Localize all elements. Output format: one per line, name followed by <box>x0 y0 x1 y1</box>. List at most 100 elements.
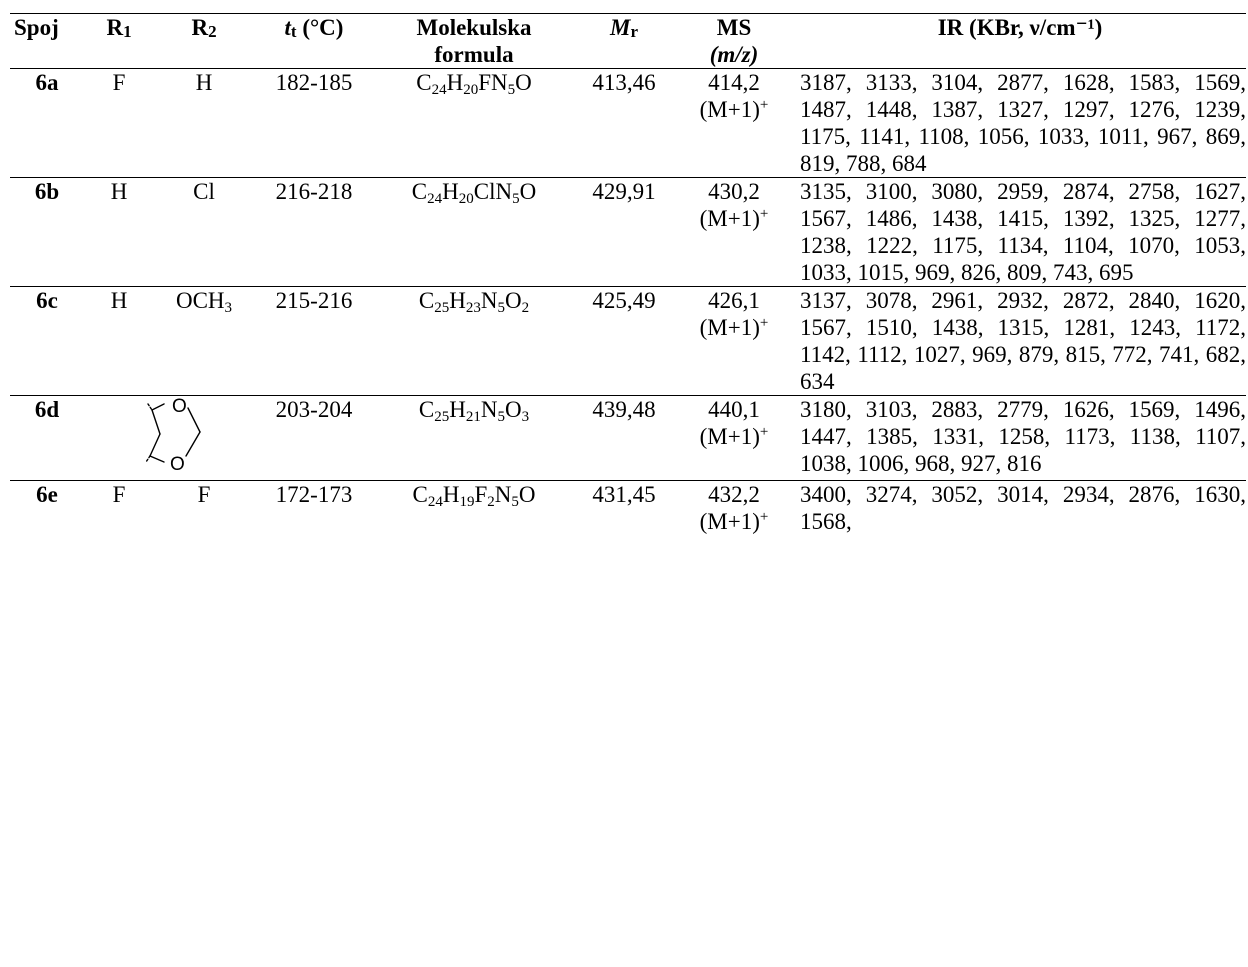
formula-element: ClN <box>473 179 513 204</box>
table-row: 6c H OCH3 215-216 C25H23N5O2 425,49 426,… <box>10 286 1246 396</box>
formula-count: 5 <box>511 494 519 510</box>
ms-charge: + <box>759 424 769 440</box>
header-ms-line1: MS <box>716 15 752 40</box>
molar-mass: 425,49 <box>574 286 674 396</box>
formula-element: N <box>480 288 498 313</box>
r2-main: OCH <box>175 288 225 313</box>
formula-element: O <box>504 288 522 313</box>
formula-element: H <box>449 288 466 313</box>
formula-count: 20 <box>458 191 474 207</box>
formula-element: C <box>416 70 432 95</box>
ms-ion: (M+1) <box>699 315 760 340</box>
r2-value: OCH3 <box>154 286 254 396</box>
header-tt-main: t <box>284 15 291 40</box>
ir-bands: 3137, 3078, 2961, 2932, 2872, 2840, 1620… <box>794 286 1246 396</box>
ms-value: 426,1(M+1)+ <box>674 286 794 396</box>
formula-count: 5 <box>512 191 520 207</box>
formula-count: 20 <box>463 82 479 98</box>
melting-point: 215-216 <box>254 286 374 396</box>
formula-count: 2 <box>521 300 530 316</box>
header-mr: Mr <box>574 13 674 69</box>
header-spoj: Spoj <box>10 13 84 69</box>
formula-count: 24 <box>431 82 447 98</box>
compound-id: 6e <box>36 482 58 507</box>
formula-count: 24 <box>427 191 443 207</box>
r1-value: H <box>84 286 154 396</box>
r1-value: H <box>84 177 154 287</box>
molecular-formula: C24H20ClN5O <box>374 177 574 287</box>
formula-count: 2 <box>487 494 495 510</box>
ms-value: 430,2(M+1)+ <box>674 177 794 287</box>
header-tt-unit: (°C) <box>296 15 344 40</box>
ms-charge: + <box>759 97 769 113</box>
ms-mz: 432,2 <box>708 482 760 507</box>
ms-charge: + <box>759 206 769 222</box>
table-row: 6b H Cl 216-218 C24H20ClN5O 429,91 430,2… <box>10 177 1246 287</box>
ms-mz: 414,2 <box>708 70 760 95</box>
ms-charge: + <box>759 509 769 525</box>
melting-point: 216-218 <box>254 177 374 287</box>
ms-mz: 440,1 <box>708 397 760 422</box>
formula-element: O <box>519 179 537 204</box>
formula-count: 5 <box>497 409 505 425</box>
formula-element: C <box>418 397 435 422</box>
r2-value: F <box>197 482 211 507</box>
ms-charge: + <box>759 315 769 331</box>
ms-ion: (M+1) <box>699 424 760 449</box>
header-ms: MS(m/z) <box>674 13 794 69</box>
ir-bands: 3135, 3100, 3080, 2959, 2874, 2758, 1627… <box>794 177 1246 287</box>
r2-value: H <box>154 68 254 178</box>
header-r1-sub: 1 <box>123 22 132 41</box>
ms-value: 440,1(M+1)+ <box>674 395 794 481</box>
methylenedioxy-structure: O O <box>84 395 254 481</box>
header-mr-main: M <box>610 15 631 40</box>
table-row: 6d O O 203-204 <box>10 395 1246 481</box>
formula-element: H <box>442 482 460 507</box>
melting-point: 182-185 <box>254 68 374 178</box>
header-ir: IR (KBr, ν/cm⁻¹) <box>794 13 1246 69</box>
header-formula-line2: formula <box>434 42 514 67</box>
compound-id: 6b <box>10 177 84 287</box>
melting-point: 172-173 <box>275 482 353 507</box>
formula-element: H <box>446 70 464 95</box>
formula-count: 23 <box>465 300 481 316</box>
melting-point: 203-204 <box>254 395 374 481</box>
table-body: 6a F H 182-185 C24H20FN5O 413,46 414,2(M… <box>10 68 1246 536</box>
molecular-formula: C25H21N5O3 <box>374 395 574 481</box>
ir-bands: 3180, 3103, 2883, 2779, 1626, 1569, 1496… <box>794 395 1246 481</box>
formula-count: 5 <box>497 300 505 316</box>
ring-oxygen-top: O <box>172 396 187 417</box>
formula-element: O <box>518 482 536 507</box>
ir-bands: 3400, 3274, 3052, 3014, 2934, 2876, 1630… <box>800 482 1246 534</box>
formula-element: O <box>504 397 522 422</box>
header-formula-line1: Molekulska <box>416 15 532 40</box>
header-mr-sub: r <box>630 22 638 41</box>
formula-count: 25 <box>434 409 450 425</box>
r1-value: F <box>84 68 154 178</box>
ms-ion: (M+1) <box>699 206 760 231</box>
formula-count: 5 <box>507 82 516 98</box>
header-tt-sub: t <box>290 22 297 41</box>
table-row: 6a F H 182-185 C24H20FN5O 413,46 414,2(M… <box>10 68 1246 178</box>
formula-element: N <box>480 397 498 422</box>
molar-mass: 431,45 <box>592 482 656 507</box>
ms-value: 414,2(M+1)+ <box>674 68 794 178</box>
molar-mass: 429,91 <box>574 177 674 287</box>
header-r2: R2 <box>154 13 254 69</box>
header-r1-main: R <box>106 15 124 40</box>
formula-element: C <box>412 482 428 507</box>
ms-mz: 430,2 <box>708 179 760 204</box>
ir-bands: 3187, 3133, 3104, 2877, 1628, 1583, 1569… <box>794 68 1246 178</box>
formula-element: C <box>418 288 435 313</box>
header-r2-sub: 2 <box>208 22 217 41</box>
molecular-formula: C25H23N5O2 <box>374 286 574 396</box>
header-melting-point: tt (°C) <box>254 13 374 69</box>
dioxole-ring-drawing: O O <box>145 396 201 475</box>
header-ms-line2: (m/z) <box>709 42 759 67</box>
r2-sub: 3 <box>224 300 233 316</box>
